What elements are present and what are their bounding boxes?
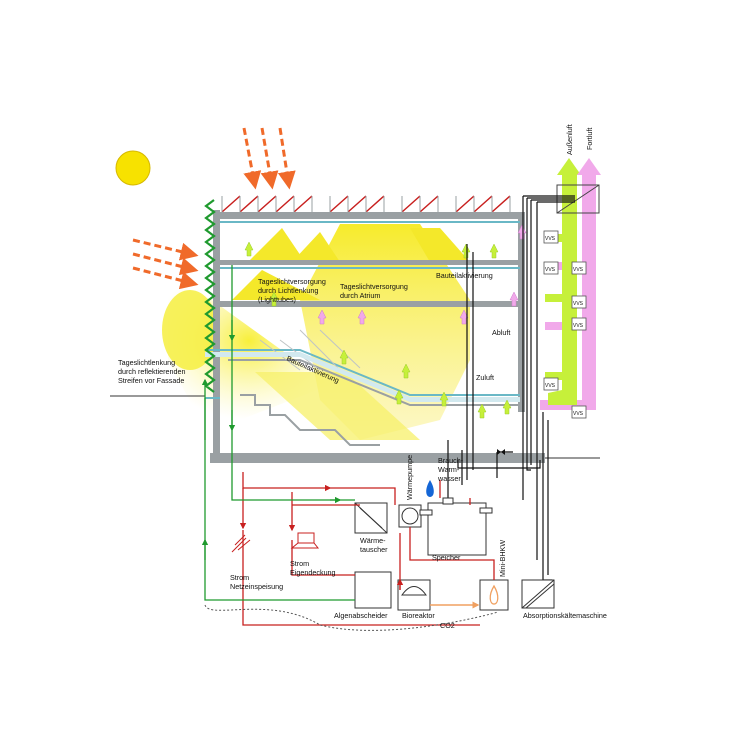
svg-text:VVS: VVS (573, 301, 584, 307)
label-daylight-facade: Tageslichtlenkung durch reflektierenden … (118, 358, 186, 385)
water-lines (201, 265, 355, 601)
label-speicher: Speicher (432, 553, 461, 562)
algenabscheider-box (354, 571, 392, 609)
sun-rays-left (132, 238, 199, 290)
speicher-tank (427, 502, 487, 556)
outside-air-arrow (557, 158, 581, 175)
svg-text:durch Atrium: durch Atrium (340, 291, 380, 300)
roof-sawtooth (221, 195, 511, 213)
sun-rays-top (242, 127, 296, 190)
vvs-boxes (543, 230, 587, 419)
heat-recovery-diagonal (556, 184, 600, 214)
lighttube-glow-left (248, 228, 305, 262)
label-abluft: Abluft (492, 328, 510, 337)
svg-text:VVS: VVS (573, 323, 584, 329)
svg-text:Streifen vor Fassade: Streifen vor Fassade (118, 376, 184, 385)
svg-text:Wärme-: Wärme- (360, 536, 386, 545)
svg-text:Netzeinspeisung: Netzeinspeisung (230, 582, 283, 591)
speicher-ports (419, 497, 493, 516)
valve-icon (497, 449, 505, 455)
label-daylight-lighttubes: Tageslichtversorgung durch Lichtlenkung … (258, 277, 326, 304)
label-brauchwarmwasser: Brauch- Warm- wasser (437, 456, 464, 483)
atrium-lower-glow (255, 372, 420, 440)
exhaust-arrows (317, 224, 527, 325)
bauteilaktivierung-slab (205, 352, 520, 402)
svg-text:Tageslichtlenkung: Tageslichtlenkung (118, 358, 175, 367)
svg-text:Warm-: Warm- (438, 465, 460, 474)
duct-branches (545, 234, 562, 380)
svg-text:Tageslichtversorgung: Tageslichtversorgung (340, 282, 408, 291)
svg-text:durch Lichtlenkung: durch Lichtlenkung (258, 286, 318, 295)
building-structure (210, 210, 545, 463)
sun-icon (115, 150, 151, 186)
atrium-glow-top-right (410, 228, 470, 262)
heat-lines (239, 472, 495, 626)
label-waermetauscher: Wärme- tauscher (360, 536, 388, 554)
svg-text:VVS: VVS (545, 236, 556, 242)
stair-section (228, 359, 520, 446)
laptop-icon (290, 532, 320, 549)
outside-air-duct (562, 175, 577, 410)
label-daylight-atrium: Tageslichtversorgung durch Atrium (340, 282, 408, 300)
exhaust-air-arrow (577, 158, 601, 175)
svg-text:Strom: Strom (290, 559, 309, 568)
svg-text:Brauch-: Brauch- (438, 456, 464, 465)
lighttube-glow-mid (292, 232, 340, 262)
svg-text:tauscher: tauscher (360, 545, 388, 554)
absorptionskaelte-diagonal-2 (525, 583, 555, 609)
label-co2: CO2 (440, 621, 455, 630)
svg-text:durch reflektierenden: durch reflektierenden (118, 367, 186, 376)
label-strom-netz: Strom Netzeinspeisung (230, 573, 283, 591)
mini-bhkw-box (479, 579, 509, 611)
label-bioreaktor: Bioreaktor (402, 611, 435, 620)
svg-text:VVS: VVS (573, 411, 584, 417)
strom-netz-icon (231, 534, 251, 553)
co2-dotted-loop (204, 604, 499, 631)
facade-glow-core (162, 290, 218, 370)
light-arrows (244, 241, 512, 419)
svg-text:wasser: wasser (437, 474, 461, 483)
flame-icon (489, 584, 499, 605)
exhaust-air-duct (582, 175, 596, 410)
waermetauscher-inner (359, 507, 383, 529)
facade-reflector-strips (204, 199, 216, 393)
bioreaktor-dome (401, 586, 427, 596)
svg-text:VVS: VVS (545, 267, 556, 273)
svg-text:Eigendeckung: Eigendeckung (290, 568, 336, 577)
label-aussenluft: Außenluft (565, 124, 574, 155)
riser-pipes (447, 195, 575, 581)
lighttube-glow-lower (232, 270, 320, 300)
label-zuluft: Zuluft (476, 373, 494, 382)
roof-sawtooth-gray (221, 196, 511, 212)
absorptionskaelte-diagonal (521, 579, 555, 609)
waermepumpe-circle (401, 507, 419, 525)
supply-bottom-bend (548, 390, 577, 405)
heat-recovery-box (556, 184, 600, 214)
svg-text:Strom: Strom (230, 573, 249, 582)
teal-slabs (205, 221, 520, 399)
label-bauteilaktivierung-upper: Bauteilaktivierung (436, 271, 493, 280)
svg-text:VVS: VVS (545, 383, 556, 389)
svg-text:VVS: VVS (573, 267, 584, 273)
vvs-labels: VVS VVS VVS VVS VVS VVS VVS (545, 236, 584, 417)
water-drop-icon (426, 480, 434, 497)
label-fortluft: Fortluft (585, 128, 594, 150)
label-algenabscheider: Algenabscheider (334, 611, 388, 620)
svg-text:(Lighttubes): (Lighttubes) (258, 295, 296, 304)
label-strom-eigen: Strom Eigendeckung (290, 559, 336, 577)
label-absorptionskaelte: Absorptionskältemaschine (523, 611, 607, 620)
label-waermepumpe: Wärmepumpe (405, 455, 414, 500)
svg-text:Tageslichtversorgung: Tageslichtversorgung (258, 277, 326, 286)
label-mini-bhkw: Mini-BHKW (498, 540, 507, 577)
